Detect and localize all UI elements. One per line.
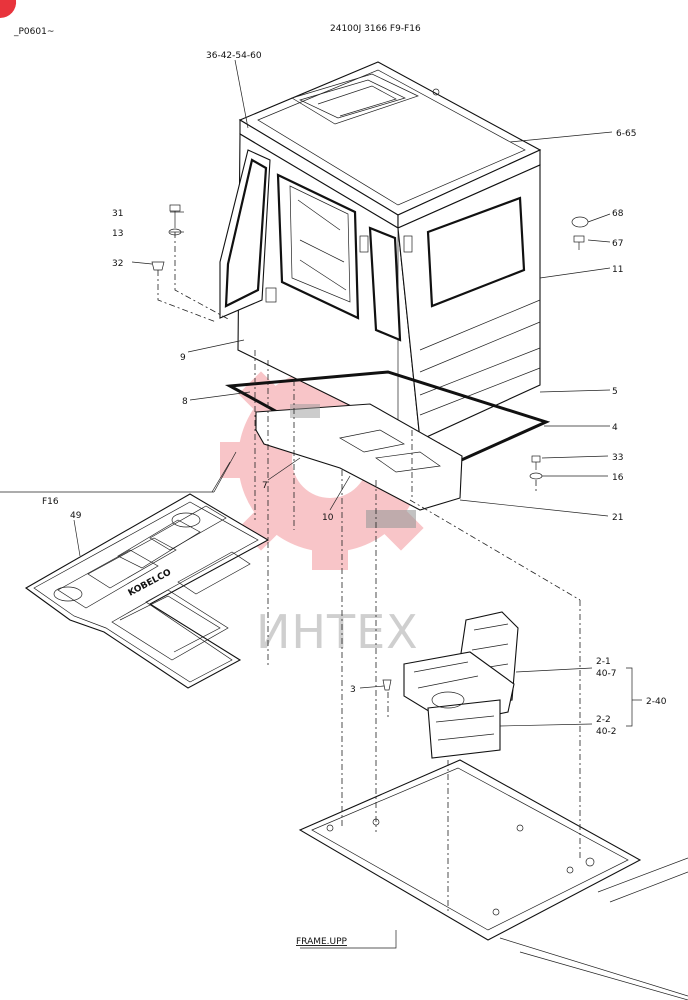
label-5: 5 xyxy=(612,387,618,397)
cab-body xyxy=(219,61,542,441)
label-33: 33 xyxy=(612,453,623,463)
label-67: 67 xyxy=(612,239,623,249)
watermark-text: ИНТЕХ xyxy=(256,605,419,659)
label-13: 13 xyxy=(112,229,123,239)
floor-plate xyxy=(255,403,463,511)
header-code-center: 24100J 3166 F9-F16 xyxy=(330,24,421,34)
label-frame-upp: FRAME.UPP xyxy=(296,937,348,947)
label-49: 49 xyxy=(70,511,82,521)
label-2-2: 2-2 xyxy=(596,715,611,725)
label-68: 68 xyxy=(612,209,624,219)
pin-3 xyxy=(382,679,392,691)
label-9: 9 xyxy=(180,353,186,363)
floor-mat-f16: KOBELCO xyxy=(24,493,270,689)
pin-32 xyxy=(151,261,165,271)
label-2-40: 2-40 xyxy=(646,697,667,707)
label-4: 4 xyxy=(612,423,618,433)
assembly-lines xyxy=(0,232,581,949)
label-11: 11 xyxy=(612,265,623,275)
bolt-67 xyxy=(573,235,585,250)
callout-leaders xyxy=(73,59,642,727)
corner-badge xyxy=(0,0,17,19)
label-8: 8 xyxy=(182,397,188,407)
label-40-7: 40-7 xyxy=(596,669,616,679)
label-21: 21 xyxy=(612,513,623,523)
label-31: 31 xyxy=(112,209,123,219)
label-3: 3 xyxy=(350,685,356,695)
header-code-left: _P0601~ xyxy=(13,27,54,37)
bolt-33 xyxy=(531,455,541,470)
washer-16 xyxy=(529,472,543,480)
label-7: 7 xyxy=(262,481,268,491)
label-6-65: 6-65 xyxy=(616,129,636,139)
callout-labels: 36-42-54-60 6-65 31 13 32 68 67 11 9 5 8… xyxy=(42,51,667,947)
floor-grid-patch xyxy=(366,510,416,528)
bolt-31 xyxy=(169,204,181,228)
label-2-1: 2-1 xyxy=(596,657,611,667)
frame-upper xyxy=(298,759,688,1000)
label-10: 10 xyxy=(322,513,334,523)
label-16: 16 xyxy=(612,473,624,483)
label-40-2: 40-2 xyxy=(596,727,616,737)
label-32: 32 xyxy=(112,259,123,269)
label-36-42-54-60: 36-42-54-60 xyxy=(206,51,262,61)
cap-68 xyxy=(571,216,589,228)
label-f16: F16 xyxy=(42,497,59,507)
operator-seat xyxy=(403,611,519,759)
